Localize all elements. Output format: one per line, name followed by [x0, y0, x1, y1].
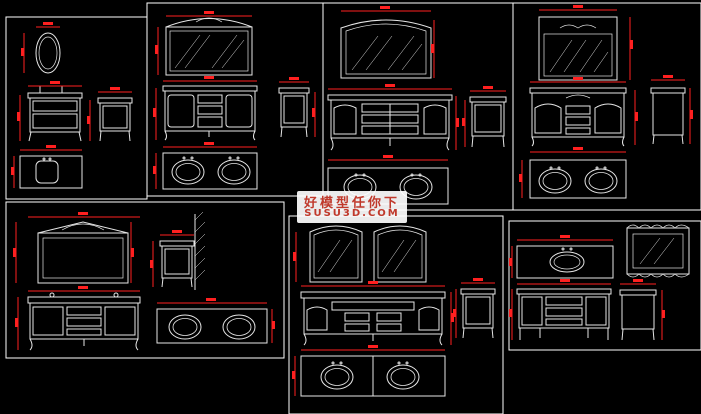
panel-7-drawings [516, 224, 690, 341]
watermark-url-text: SUSU3D.COM [304, 208, 400, 219]
panel-7-frame [508, 220, 701, 351]
site-watermark: 好模型任你下 SUSU3D.COM [297, 191, 407, 223]
panel-frames [5, 2, 701, 414]
panel-4-drawings [529, 16, 686, 199]
watermark-chinese-text: 好模型任你下 [303, 196, 400, 211]
panel-5-frame [5, 201, 285, 359]
panel-1-drawings [19, 32, 133, 189]
panel-3-drawings [327, 19, 507, 205]
dimension-lines [11, 5, 693, 396]
panel-4-frame [512, 2, 701, 211]
panel-5-drawings [27, 211, 268, 351]
panel-6-drawings [300, 225, 496, 397]
panel-2-drawings [162, 17, 310, 190]
